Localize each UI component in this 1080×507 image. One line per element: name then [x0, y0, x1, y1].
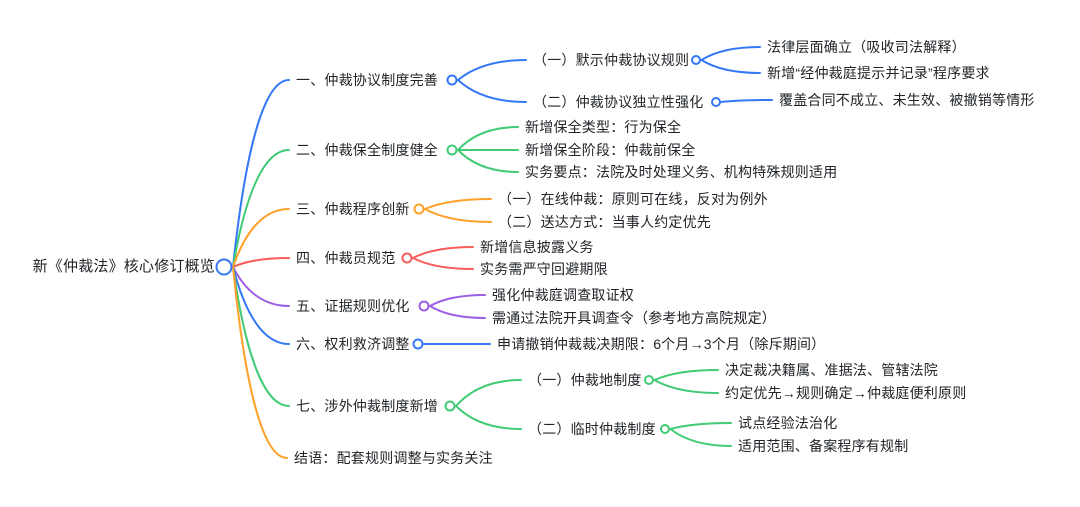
node-b7[interactable]: 七、涉外仲裁制度新增 [296, 398, 438, 414]
expand-handle-b2[interactable] [446, 144, 458, 156]
expand-handle-b7s1[interactable] [644, 375, 654, 385]
expand-handle-root[interactable] [215, 258, 233, 276]
node-b5[interactable]: 五、证据规则优化 [296, 298, 410, 314]
node-b7s1l2[interactable]: 约定优先→规则确定→仲裁庭便利原则 [725, 385, 967, 401]
connector-root-b4 [232, 257, 290, 268]
node-b4l2[interactable]: 实务需严守回避期限 [480, 261, 608, 277]
expand-handle-b4[interactable] [401, 252, 413, 264]
node-b2l3[interactable]: 实务要点：法院及时处理义务、机构特殊规则适用 [525, 164, 838, 180]
connector-b4-b4l2 [412, 257, 474, 270]
node-root[interactable]: 新《仲裁法》核心修订概览 [32, 258, 215, 275]
connector-b1s1-b1s1l2 [700, 59, 761, 74]
node-b6l1[interactable]: 申请撤销仲裁裁决期限：6个月→3个月（除斥期间） [497, 336, 826, 352]
connector-b7s2-b7s2l2 [669, 428, 732, 447]
node-b4l1[interactable]: 新增信息披露义务 [480, 239, 594, 255]
node-b1s2l1[interactable]: 覆盖合同不成立、未生效、被撤销等情形 [779, 92, 1035, 108]
node-b4[interactable]: 四、仲裁员规范 [296, 250, 396, 266]
connector-root-b6 [232, 266, 290, 345]
node-b1s2[interactable]: （二）仲裁协议独立性强化 [533, 94, 704, 110]
node-b7s2l1[interactable]: 试点经验法治化 [738, 415, 838, 431]
connector-b7-b7s2 [455, 405, 522, 430]
connector-b1s1-b1s1l1 [700, 46, 761, 61]
node-b1s1[interactable]: （一）默示仲裁协议规则 [533, 52, 690, 68]
node-b8[interactable]: 结语：配套规则调整与实务关注 [294, 450, 493, 466]
node-b7s1l1[interactable]: 决定裁决籍属、准据法、管辖法院 [725, 362, 938, 378]
node-b3[interactable]: 三、仲裁程序创新 [296, 201, 410, 217]
expand-handle-b5[interactable] [418, 300, 430, 312]
connector-root-b1 [232, 79, 290, 268]
node-b5l2[interactable]: 需通过法院开具调查令（参考地方高院规定） [492, 310, 776, 326]
expand-handle-b6[interactable] [412, 338, 424, 350]
connector-b7s2-b7s2l1 [669, 422, 732, 430]
node-b1[interactable]: 一、仲裁协议制度完善 [296, 72, 438, 88]
node-b7s1[interactable]: （一）仲裁地制度 [528, 372, 642, 388]
connector-b2-b2l3 [457, 149, 519, 173]
connector-b3-b3l1 [424, 198, 492, 210]
expand-handle-b1s1[interactable] [691, 55, 701, 65]
expand-handle-b3[interactable] [413, 203, 425, 215]
connector-b5-b5l1 [429, 294, 486, 307]
node-b1s1l1[interactable]: 法律层面确立（吸收司法解释） [767, 39, 966, 55]
node-b7s2l2[interactable]: 适用范围、备案程序有规制 [738, 438, 909, 454]
connector-b7s1-b7s1l2 [653, 379, 719, 394]
node-b2[interactable]: 二、仲裁保全制度健全 [296, 142, 438, 158]
connector-b1-b1s2 [457, 79, 527, 103]
node-b7s2[interactable]: （二）临时仲裁制度 [528, 421, 656, 437]
connector-b7-b7s1 [455, 379, 522, 407]
connector-b4-b4l1 [412, 246, 474, 259]
connector-root-b7 [232, 266, 290, 407]
connector-root-b2 [232, 149, 290, 268]
node-b5l1[interactable]: 强化仲裁庭调查取证权 [492, 287, 634, 303]
node-b1s1l2[interactable]: 新增“经仲裁庭提示并记录”程序要求 [767, 65, 990, 81]
connector-b3-b3l2 [424, 208, 492, 223]
node-b6[interactable]: 六、权利救济调整 [296, 336, 410, 352]
connector-root-b8 [232, 266, 288, 459]
connector-b5-b5l2 [429, 305, 486, 319]
connector-root-b3 [232, 208, 290, 268]
connector-root-b5 [232, 266, 290, 307]
expand-handle-b1s2[interactable] [711, 97, 721, 107]
expand-handle-b7s2[interactable] [660, 424, 670, 434]
expand-handle-b1[interactable] [446, 74, 458, 86]
connector-b2-b2l1 [457, 126, 519, 151]
node-b2l2[interactable]: 新增保全阶段：仲裁前保全 [525, 142, 696, 158]
node-b2l1[interactable]: 新增保全类型：行为保全 [525, 119, 682, 135]
connector-b7s1-b7s1l1 [653, 369, 719, 381]
node-b3l2[interactable]: （二）送达方式：当事人约定优先 [498, 214, 711, 230]
connector-b1-b1s1 [457, 59, 527, 81]
connector-b1s2-b1s2l1 [720, 99, 773, 103]
expand-handle-b7[interactable] [444, 400, 456, 412]
node-b3l1[interactable]: （一）在线仲裁：原则可在线，反对为例外 [498, 191, 768, 207]
